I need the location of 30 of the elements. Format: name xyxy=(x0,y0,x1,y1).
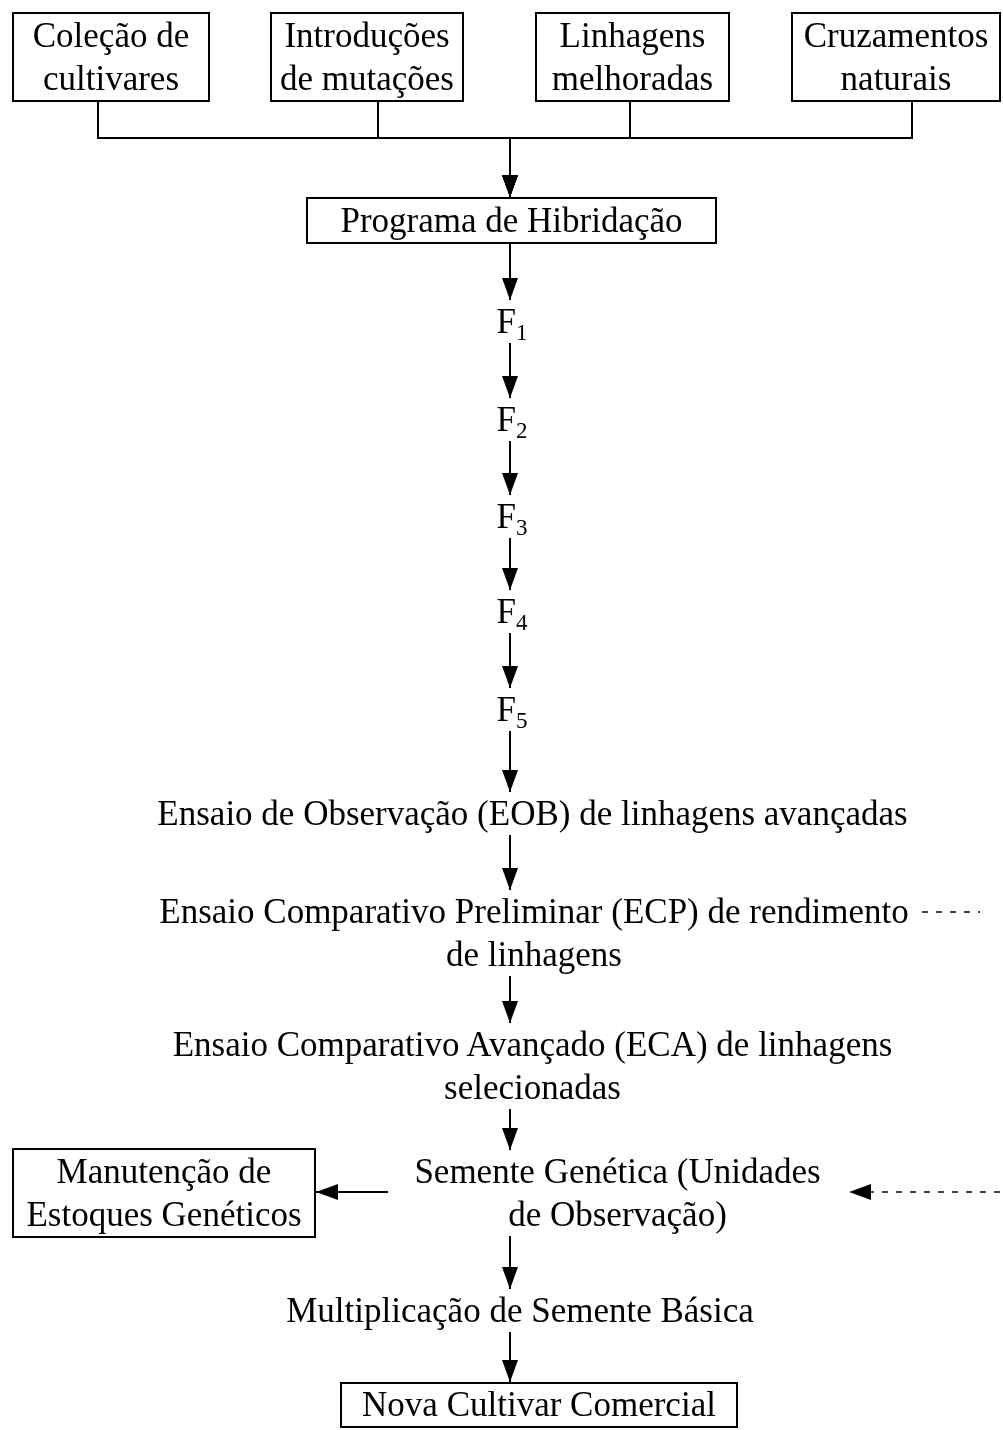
stage-text: F$_{4}$ xyxy=(490,590,534,633)
process-box: Nova Cultivar Comercial xyxy=(340,1382,738,1428)
stage-text: F$_{2}$ xyxy=(490,398,534,441)
dashed-arrow xyxy=(848,1184,1001,1200)
arrow xyxy=(502,1235,518,1290)
process-box: Manutenção de Estoques Genéticos xyxy=(12,1148,316,1238)
stage-text: F$_{1}$ xyxy=(490,300,534,343)
arrow xyxy=(502,834,518,891)
arrow xyxy=(502,537,518,591)
arrow xyxy=(502,632,518,689)
arrow xyxy=(502,730,518,793)
arrow xyxy=(315,1184,389,1200)
stage-text: Ensaio de Observação (EOB) de linhagens avançadas xyxy=(135,792,930,835)
arrow xyxy=(502,1108,518,1151)
arrow xyxy=(502,243,518,301)
stage-text: Ensaio Comparativo Avançado (ECA) de linhagens selecionadas xyxy=(150,1023,915,1109)
arrow xyxy=(502,975,518,1024)
arrow xyxy=(502,1331,518,1383)
process-box: Coleção de cultivares xyxy=(12,12,210,102)
process-box: Cruzamentos naturais xyxy=(791,12,1001,102)
stage-text: Ensaio Comparativo Preliminar (ECP) de rendimento de linhagens xyxy=(150,890,918,976)
arrow xyxy=(502,440,518,496)
stage-text: Multiplicação de Semente Básica xyxy=(270,1289,770,1332)
stage-text: F$_{5}$ xyxy=(490,688,534,731)
stage-text: Semente Genética (Unidades de Observação) xyxy=(400,1150,835,1236)
process-box: Introduções de mutações xyxy=(270,12,464,102)
stage-text: F$_{3}$ xyxy=(490,495,534,538)
process-box: Programa de Hibridação xyxy=(306,197,717,244)
process-box: Linhagens melhoradas xyxy=(535,12,730,102)
arrow xyxy=(502,342,518,399)
